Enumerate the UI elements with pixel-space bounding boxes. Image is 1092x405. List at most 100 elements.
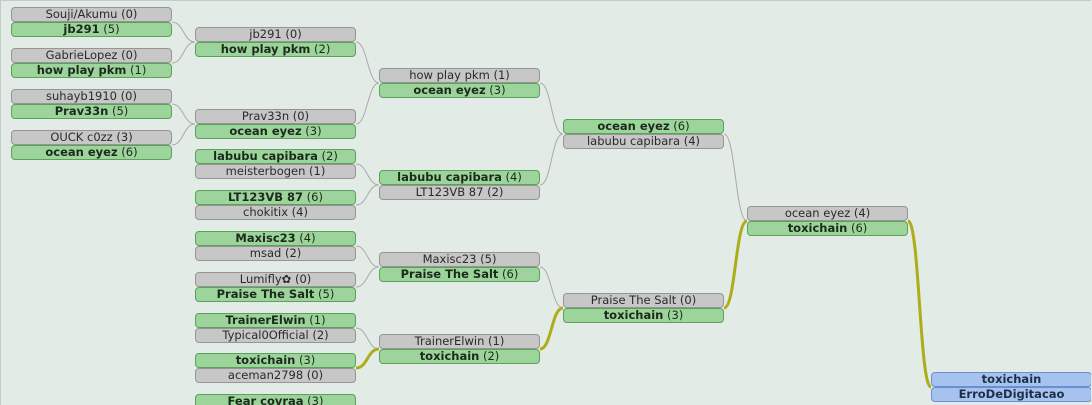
player-slot[interactable]: msad (2)	[195, 246, 356, 261]
connector-line	[355, 41, 380, 84]
player-name: Praise The Salt	[216, 287, 315, 301]
player-slot[interactable]: meisterbogen (1)	[195, 164, 356, 179]
player-slot[interactable]: aceman2798 (0)	[195, 368, 356, 383]
player-score: (6)	[498, 267, 519, 281]
player-name: toxichain	[603, 308, 664, 322]
player-score: (0)	[117, 89, 137, 103]
player-name: toxichain	[787, 221, 848, 235]
player-slot[interactable]: Prav33n (5)	[11, 104, 172, 119]
player-score: (5)	[314, 287, 335, 301]
match-box[interactable]: Maxisc23 (4)msad (2)	[195, 231, 356, 261]
player-name: Typical0Official	[222, 328, 309, 342]
player-name: toxichain	[235, 353, 296, 367]
player-slot[interactable]: labubu capibara (4)	[563, 134, 724, 149]
player-name: OUCK c0zz	[50, 130, 113, 144]
player-slot[interactable]: chokitix (4)	[195, 205, 356, 220]
player-slot[interactable]: TrainerElwin (1)	[195, 313, 356, 328]
match-box[interactable]: labubu capibara (2)meisterbogen (1)	[195, 149, 356, 179]
match-box[interactable]: suhayb1910 (0)Prav33n (5)	[11, 89, 172, 119]
player-slot[interactable]: how play pkm (1)	[379, 68, 540, 83]
player-score: (3)	[663, 308, 684, 322]
player-slot[interactable]: Maxisc23 (5)	[379, 252, 540, 267]
player-score: (2)	[281, 246, 302, 260]
player-name: ocean eyez	[784, 206, 851, 220]
match-box[interactable]: Fear covraa (3)	[195, 394, 356, 405]
player-name: Fear covraa	[227, 394, 304, 405]
match-box[interactable]: TrainerElwin (1)Typical0Official (2)	[195, 313, 356, 343]
player-name: labubu capibara	[213, 149, 318, 163]
player-name: how play pkm	[220, 42, 311, 56]
match-box[interactable]: Prav33n (0)ocean eyez (3)	[195, 109, 356, 139]
player-slot[interactable]: how play pkm (2)	[195, 42, 356, 57]
player-slot[interactable]: ocean eyez (6)	[563, 119, 724, 134]
match-box[interactable]: Souji/Akumu (0)jb291 (5)	[11, 7, 172, 37]
winner-path-line	[906, 219, 933, 389]
match-box[interactable]: jb291 (0)how play pkm (2)	[195, 27, 356, 57]
player-name: Prav33n	[241, 109, 290, 123]
player-slot[interactable]: OUCK c0zz (3)	[11, 130, 172, 145]
player-name: Souji/Akumu	[45, 7, 118, 21]
player-score: (6)	[847, 221, 868, 235]
player-name: how play pkm	[36, 63, 127, 77]
player-slot[interactable]: ErroDeDigitacao	[931, 387, 1091, 402]
player-name: ocean eyez	[597, 119, 670, 133]
connector-line	[539, 266, 564, 309]
player-slot[interactable]: Praise The Salt (6)	[379, 267, 540, 282]
player-name: aceman2798	[227, 368, 304, 382]
player-score: (3)	[112, 130, 133, 144]
player-slot[interactable]: Typical0Official (2)	[195, 328, 356, 343]
player-score: (1)	[305, 164, 326, 178]
player-score: (4)	[288, 205, 308, 219]
player-slot[interactable]: toxichain	[931, 372, 1091, 387]
player-slot[interactable]: toxichain (6)	[747, 221, 908, 236]
player-slot[interactable]: GabrieLopez (0)	[11, 48, 172, 63]
match-box[interactable]: Maxisc23 (5)Praise The Salt (6)	[379, 252, 540, 282]
winner-path-line	[723, 219, 748, 310]
match-box[interactable]: TrainerElwin (1)toxichain (2)	[379, 334, 540, 364]
match-box[interactable]: Lumifly✿ (0)Praise The Salt (5)	[195, 272, 356, 302]
player-slot[interactable]: toxichain (3)	[195, 353, 356, 368]
player-slot[interactable]: LT123VB 87 (2)	[379, 185, 540, 200]
player-slot[interactable]: labubu capibara (4)	[379, 170, 540, 185]
player-score: (0)	[117, 48, 138, 62]
player-slot[interactable]: Praise The Salt (0)	[563, 293, 724, 308]
player-slot[interactable]: toxichain (3)	[563, 308, 724, 323]
player-score: (2)	[308, 328, 329, 342]
player-slot[interactable]: jb291 (5)	[11, 22, 172, 37]
match-box[interactable]: ocean eyez (6)labubu capibara (4)	[563, 119, 724, 149]
player-slot[interactable]: Souji/Akumu (0)	[11, 7, 172, 22]
player-slot[interactable]: toxichain (2)	[379, 349, 540, 364]
connector-line	[355, 327, 380, 350]
player-slot[interactable]: ocean eyez (4)	[747, 206, 908, 221]
match-box[interactable]: LT123VB 87 (6)chokitix (4)	[195, 190, 356, 220]
match-box[interactable]: labubu capibara (4)LT123VB 87 (2)	[379, 170, 540, 200]
player-slot[interactable]: Prav33n (0)	[195, 109, 356, 124]
player-slot[interactable]: how play pkm (1)	[11, 63, 172, 78]
match-box[interactable]: Praise The Salt (0)toxichain (3)	[563, 293, 724, 323]
player-name: ocean eyez	[413, 83, 486, 97]
player-slot[interactable]: ocean eyez (6)	[11, 145, 172, 160]
player-name: jb291	[63, 22, 100, 36]
player-slot[interactable]: Lumifly✿ (0)	[195, 272, 356, 287]
match-box[interactable]: ocean eyez (4)toxichain (6)	[747, 206, 908, 236]
player-slot[interactable]: suhayb1910 (0)	[11, 89, 172, 104]
player-slot[interactable]: jb291 (0)	[195, 27, 356, 42]
player-slot[interactable]: ocean eyez (3)	[195, 124, 356, 139]
player-slot[interactable]: LT123VB 87 (6)	[195, 190, 356, 205]
player-slot[interactable]: Fear covraa (3)	[195, 394, 356, 405]
match-box[interactable]: how play pkm (1)ocean eyez (3)	[379, 68, 540, 98]
player-slot[interactable]: ocean eyez (3)	[379, 83, 540, 98]
player-name: labubu capibara	[397, 170, 502, 184]
match-box[interactable]: toxichain (3)aceman2798 (0)	[195, 353, 356, 383]
player-name: Prav33n	[54, 104, 109, 118]
player-score: (1)	[126, 63, 147, 77]
match-box[interactable]: GabrieLopez (0)how play pkm (1)	[11, 48, 172, 78]
player-slot[interactable]: TrainerElwin (1)	[379, 334, 540, 349]
player-slot[interactable]: Maxisc23 (4)	[195, 231, 356, 246]
player-slot[interactable]: Praise The Salt (5)	[195, 287, 356, 302]
player-slot[interactable]: labubu capibara (2)	[195, 149, 356, 164]
match-box[interactable]: OUCK c0zz (3)ocean eyez (6)	[11, 130, 172, 160]
player-score: (0)	[289, 109, 310, 123]
